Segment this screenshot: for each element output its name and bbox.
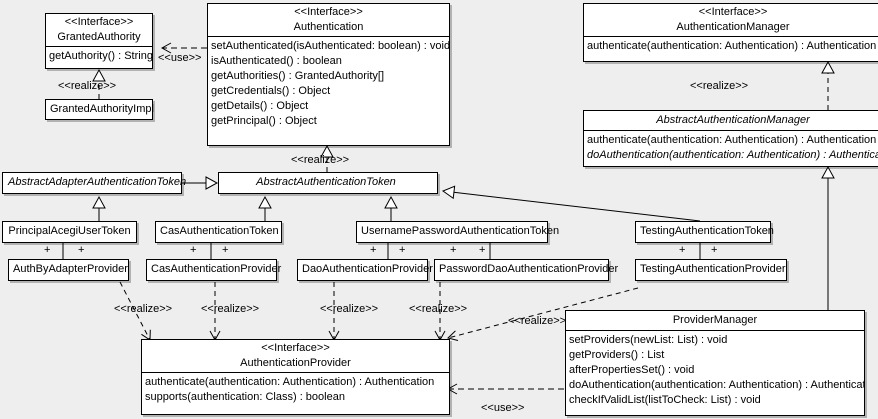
- class-testing-authentication-token[interactable]: TestingAuthenticationToken: [635, 221, 774, 243]
- class-name-label: CasAuthenticationProvider: [151, 263, 282, 275]
- divider: [208, 36, 449, 37]
- operation-row: getAuthorities() : GrantedAuthority[]: [211, 70, 385, 82]
- class-abstract-authentication-token[interactable]: AbstractAuthenticationToken: [218, 172, 438, 194]
- class-name-label: UsernamePasswordAuthenticationToken: [361, 225, 560, 237]
- stereotype-label: <<Interface>>: [261, 342, 330, 354]
- class-cas-authentication-provider[interactable]: CasAuthenticationProvider: [146, 259, 282, 281]
- operation-row: checkIfValidList(listToCheck: List) : vo…: [569, 394, 761, 406]
- edge-label-use-authentication-grantedauthority: <<use>>: [158, 52, 202, 64]
- class-name-label: TestingAuthenticationProvider: [640, 263, 786, 275]
- operation-row: supports(authentication: Class) : boolea…: [145, 391, 345, 403]
- operation-row: afterPropertiesSet() : void: [569, 364, 695, 376]
- class-provider-manager[interactable]: ProviderManager setProviders(newList: Li…: [565, 310, 865, 416]
- class-abstract-adapter-authentication-token[interactable]: AbstractAdapterAuthenticationToken: [2, 172, 187, 194]
- class-name-label: AbstractAuthenticationManager: [656, 114, 810, 126]
- class-authentication-provider[interactable]: <<Interface>> AuthenticationProvider aut…: [141, 339, 450, 415]
- class-header-authentication: <<Interface>> Authentication: [208, 4, 449, 36]
- class-testing-authentication-provider[interactable]: TestingAuthenticationProvider: [635, 259, 787, 281]
- class-username-password-authentication-token[interactable]: UsernamePasswordAuthenticationToken: [356, 221, 560, 243]
- class-name-label: AuthByAdapterProvider: [13, 263, 128, 275]
- operations-compartment: setAuthenticated(isAuthenticated: boolea…: [208, 37, 449, 131]
- stereotype-label: <<Interface>>: [64, 16, 134, 28]
- class-abstract-authentication-manager[interactable]: AbstractAuthenticationManager authentica…: [583, 110, 878, 167]
- class-name-label: CasAuthenticationToken: [160, 225, 279, 237]
- edge-label-realize-providermanager: <<realize>>: [508, 315, 567, 327]
- edge-testingauthenticationtoken-extends-abstractauthenticationtoken: [441, 185, 701, 222]
- operation-row: doAuthentication(authentication: Authent…: [587, 149, 878, 161]
- class-name-label: Authentication: [293, 21, 364, 33]
- assoc-plus-mark: +: [78, 244, 85, 256]
- edge-label-realize-authbyadapterprovider: <<realize>>: [114, 303, 173, 315]
- assoc-plus-mark: +: [370, 244, 377, 256]
- edge-label-realize-casauthenticationprovider: <<realize>>: [201, 303, 260, 315]
- assoc-plus-mark: +: [44, 244, 51, 256]
- divider: [142, 372, 449, 373]
- operations-compartment: authenticate(authentication: Authenticat…: [142, 373, 449, 407]
- operations-compartment: setProviders(newList: List) : void getPr…: [566, 331, 864, 410]
- divider: [584, 130, 878, 131]
- operation-row: authenticate(authentication: Authenticat…: [145, 376, 435, 388]
- operations-compartment: authenticate(authentication: Authenticat…: [584, 131, 878, 165]
- class-password-dao-authentication-provider[interactable]: PasswordDaoAuthenticationProvider: [434, 259, 619, 281]
- class-name-label: DaoAuthenticationProvider: [302, 263, 433, 275]
- divider: [46, 46, 152, 47]
- class-name-label: TestingAuthenticationToken: [640, 225, 774, 237]
- assoc-plus-mark: +: [450, 244, 457, 256]
- class-granted-authority[interactable]: <<Interface>> GrantedAuthority getAuthor…: [45, 13, 153, 69]
- operation-row: setAuthenticated(isAuthenticated: boolea…: [211, 40, 449, 52]
- operations-compartment: authenticate(authentication: Authenticat…: [584, 37, 878, 56]
- class-cas-authentication-token[interactable]: CasAuthenticationToken: [155, 221, 282, 243]
- class-name-label: ProviderManager: [672, 314, 758, 326]
- divider: [584, 36, 878, 37]
- edge-label-use-providermanager: <<use>>: [481, 402, 525, 414]
- edge-label-realize-grantedauthorityimpl: <<realize>>: [58, 80, 117, 92]
- edge-label-realize-passworddaoauthenticationprovider: <<realize>>: [409, 303, 468, 315]
- class-header-provider-manager: ProviderManager: [566, 311, 864, 330]
- stereotype-label: <<Interface>>: [698, 6, 768, 18]
- class-header-granted-authority: <<Interface>> GrantedAuthority: [46, 14, 152, 46]
- class-authentication-manager[interactable]: <<Interface>> AuthenticationManager auth…: [583, 3, 878, 62]
- class-name-label: AbstractAdapterAuthenticationToken: [8, 176, 187, 188]
- class-name-label: PasswordDaoAuthenticationProvider: [439, 263, 619, 275]
- operation-row: getAuthority() : String: [49, 50, 152, 62]
- operation-row: getProviders() : List: [569, 349, 665, 361]
- assoc-plus-mark: +: [479, 244, 486, 256]
- class-name-label: AuthenticationManager: [676, 21, 790, 33]
- operation-row: getDetails() : Object: [211, 100, 309, 112]
- class-name-label: AbstractAuthenticationToken: [256, 176, 396, 188]
- operation-row: doAuthentication(authentication: Authent…: [569, 379, 864, 391]
- class-principal-acegi-user-token[interactable]: PrincipalAcegiUserToken: [2, 221, 137, 243]
- class-header-authentication-provider: <<Interface>> AuthenticationProvider: [142, 340, 449, 372]
- stereotype-label: <<Interface>>: [294, 6, 363, 18]
- operation-row: authenticate(authentication: Authenticat…: [587, 134, 877, 146]
- assoc-plus-mark: +: [711, 244, 718, 256]
- edge-label-realize-daoauthenticationprovider: <<realize>>: [320, 303, 379, 315]
- class-dao-authentication-provider[interactable]: DaoAuthenticationProvider: [297, 259, 433, 281]
- operation-row: getCredentials() : Object: [211, 85, 331, 97]
- assoc-plus-mark: +: [190, 244, 197, 256]
- class-authentication[interactable]: <<Interface>> Authentication setAuthenti…: [207, 3, 450, 146]
- assoc-plus-mark: +: [679, 244, 686, 256]
- operation-row: isAuthenticated() : boolean: [211, 55, 342, 67]
- edge-label-realize-abstractauthenticationmanager: <<realize>>: [690, 80, 749, 92]
- class-header-authentication-manager: <<Interface>> AuthenticationManager: [584, 4, 878, 36]
- class-name-label: GrantedAuthorityImpl: [50, 103, 154, 115]
- operation-row: authenticate(authentication: Authenticat…: [587, 40, 877, 52]
- divider: [566, 330, 864, 331]
- operation-row: setProviders(newList: List) : void: [569, 334, 728, 346]
- operations-compartment: getAuthority() : String: [46, 47, 152, 66]
- assoc-plus-mark: +: [399, 244, 406, 256]
- operation-row: getPrincipal() : Object: [211, 115, 317, 127]
- assoc-plus-mark: +: [222, 244, 229, 256]
- class-name-label: PrincipalAcegiUserToken: [8, 225, 131, 237]
- class-name-label: GrantedAuthority: [57, 31, 141, 43]
- class-granted-authority-impl[interactable]: GrantedAuthorityImpl: [45, 99, 154, 120]
- class-header-abstract-authentication-manager: AbstractAuthenticationManager: [584, 111, 878, 130]
- class-name-label: AuthenticationProvider: [240, 357, 351, 369]
- edge-label-realize-abstractauthenticationtoken: <<realize>>: [291, 154, 350, 166]
- class-auth-by-adapter-provider[interactable]: AuthByAdapterProvider: [8, 259, 129, 281]
